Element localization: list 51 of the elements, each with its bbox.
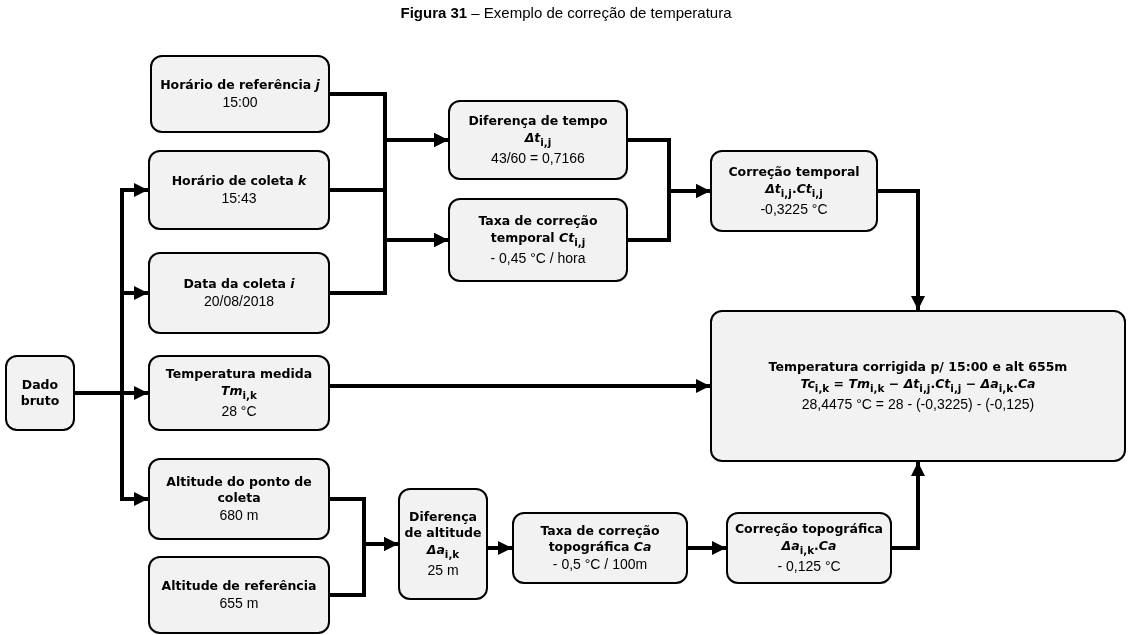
process-box	[512, 512, 688, 584]
node-value: 20/08/2018	[203, 292, 275, 311]
node-value: -0,3225 °C	[760, 199, 828, 218]
node-title: Temperatura corrigida p/ 15:00 e alt 655m	[768, 359, 1068, 376]
process-box	[148, 458, 330, 540]
node-title: Taxa de correção temporal Ct$_{i,j}$	[477, 213, 599, 249]
process-box	[5, 355, 75, 431]
process-box	[148, 355, 330, 431]
node-title: Altitude do ponto de coleta	[165, 473, 313, 507]
node-value: 655 m	[219, 594, 259, 613]
node-title: Dado bruto	[19, 376, 61, 410]
arrow	[688, 541, 726, 555]
node-value: 28 °C	[221, 401, 257, 420]
process-box	[148, 556, 330, 634]
node-title: Data da coleta i	[183, 275, 295, 293]
process-box	[150, 55, 330, 133]
node-value: 43/60 = 0,7166	[491, 148, 585, 167]
arrow	[330, 379, 710, 393]
node-title: Temperatura medida Tm$_{i,k}$	[164, 366, 314, 402]
figure-title: Figura 31 – Exemplo de correção de temperatura	[399, 4, 733, 21]
node-title: Diferença de tempo Δt$_{i,j}$	[467, 113, 609, 149]
node-value: - 0,5 °C / 100m	[552, 555, 648, 574]
process-box	[710, 310, 1126, 462]
arrow	[628, 184, 710, 242]
process-box	[448, 100, 628, 180]
node-title: Tc$_{i,k}$ = Tm$_{i,k}$ − Δt$_{i,j}$.Ct$_{i,j}$ − Δa$_{i,k}$.Ca	[800, 375, 1036, 395]
node-value: 680 m	[219, 506, 259, 525]
node-value: 25 m	[427, 560, 459, 579]
arrow	[330, 537, 398, 597]
process-box	[398, 488, 488, 600]
node-title: Altitude de referência	[161, 577, 317, 595]
arrow	[488, 541, 512, 555]
process-box	[448, 198, 628, 282]
node-title: Diferença de altitude Δa$_{i,k}$	[404, 509, 482, 561]
node-title: Correção topográfica Δa$_{i,k}$.Ca	[733, 521, 885, 557]
node-value: 28,4475 °C = 28 - (-0,3225) - (-0,125)	[801, 394, 1035, 413]
arrow	[330, 233, 448, 295]
arrow	[878, 189, 925, 310]
node-title: Horário de coleta k	[171, 172, 307, 190]
process-box	[726, 512, 892, 584]
arrow	[892, 462, 925, 550]
process-box	[148, 252, 330, 334]
node-title: Correção temporal Δt$_{i,j}$.Ct$_{i,j}$	[727, 164, 861, 200]
node-title: Horário de referência j	[160, 76, 320, 94]
process-box	[710, 150, 878, 232]
node-value: - 0,45 °C / hora	[490, 248, 586, 267]
node-value: 15:00	[222, 93, 258, 112]
node-title: Taxa de correção topográfica Ca	[539, 522, 661, 556]
node-value: - 0,125 °C	[777, 556, 841, 575]
process-box	[148, 150, 330, 230]
node-value: 15:43	[221, 189, 257, 208]
